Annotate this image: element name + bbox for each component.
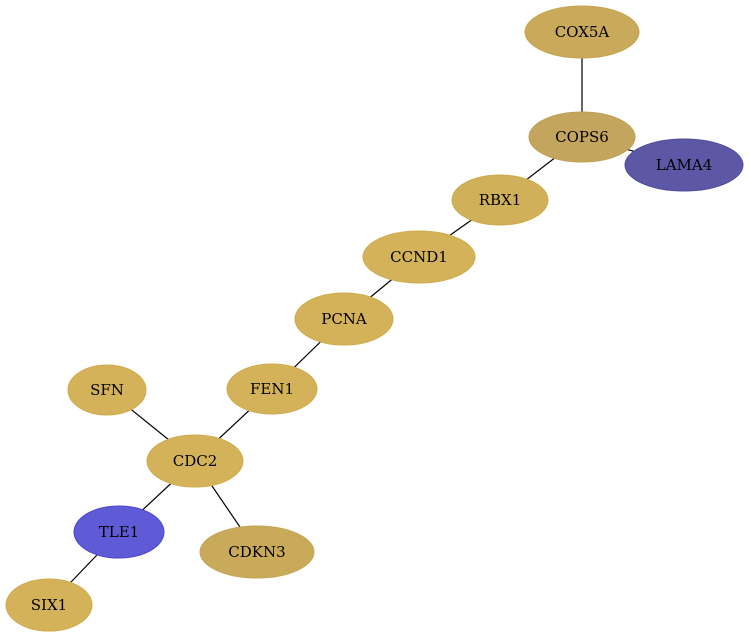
node-label: COPS6	[555, 128, 609, 146]
node-pcna[interactable]: PCNA	[294, 292, 394, 346]
node-cdkn3[interactable]: CDKN3	[199, 525, 315, 579]
node-shape	[524, 5, 640, 59]
node-label: TLE1	[99, 523, 139, 541]
node-label: CDC2	[173, 452, 218, 470]
node-six1[interactable]: SIX1	[5, 578, 93, 632]
node-shape	[67, 364, 147, 416]
node-label: COX5A	[555, 23, 610, 41]
node-shape	[624, 138, 744, 192]
node-label: PCNA	[321, 310, 367, 328]
node-rbx1[interactable]: RBX1	[451, 174, 549, 226]
node-label: FEN1	[250, 380, 294, 398]
node-sfn[interactable]: SFN	[67, 364, 147, 416]
node-lama4[interactable]: LAMA4	[624, 138, 744, 192]
node-label: SIX1	[31, 596, 67, 614]
node-cops6[interactable]: COPS6	[528, 111, 636, 163]
node-shape	[73, 505, 165, 559]
node-fen1[interactable]: FEN1	[226, 363, 318, 415]
node-shape	[528, 111, 636, 163]
node-shape	[451, 174, 549, 226]
node-shape	[294, 292, 394, 346]
node-cox5a[interactable]: COX5A	[524, 5, 640, 59]
node-label: CCND1	[390, 248, 448, 266]
node-tle1[interactable]: TLE1	[73, 505, 165, 559]
node-label: RBX1	[479, 191, 522, 209]
node-ccnd1[interactable]: CCND1	[362, 230, 476, 284]
node-shape	[362, 230, 476, 284]
node-shape	[226, 363, 318, 415]
node-label: LAMA4	[656, 156, 713, 174]
node-shape	[146, 434, 244, 488]
node-shape	[5, 578, 93, 632]
node-label: CDKN3	[228, 543, 285, 561]
node-shape	[199, 525, 315, 579]
node-label: SFN	[90, 381, 124, 399]
node-cdc2[interactable]: CDC2	[146, 434, 244, 488]
